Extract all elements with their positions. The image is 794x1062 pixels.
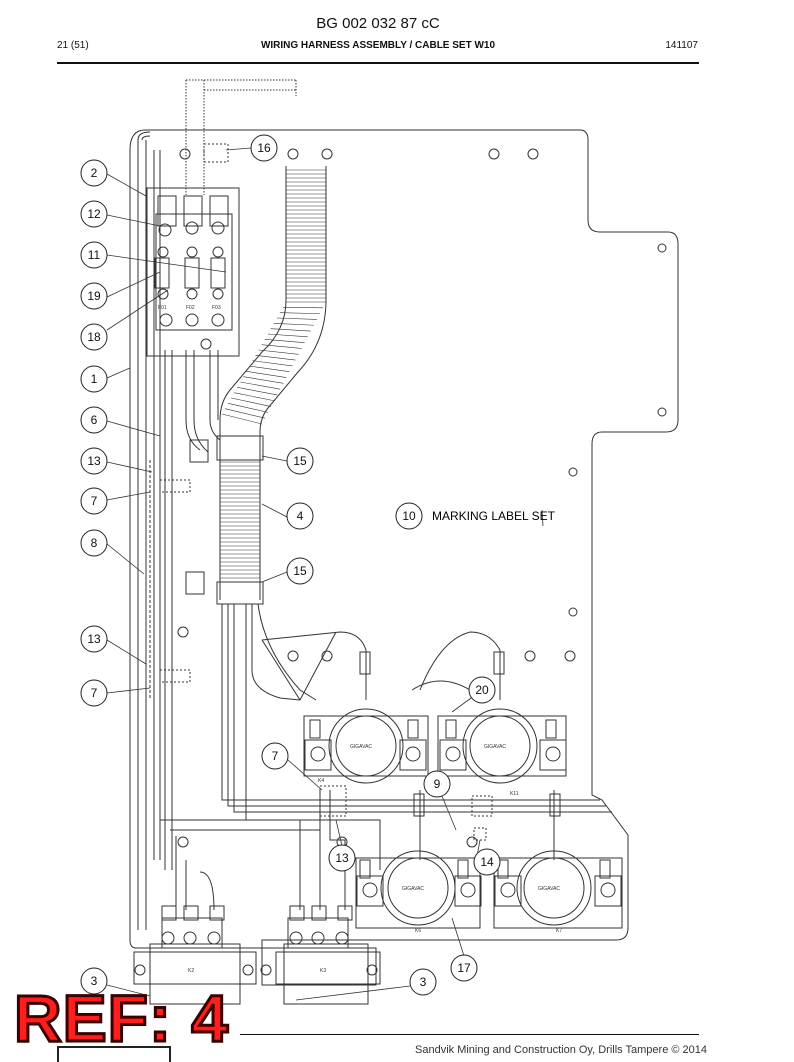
contactor-label-b: K3 (320, 968, 326, 974)
copyright-text: Sandvik Mining and Construction Oy, Dril… (415, 1044, 707, 1056)
callout-6: 6 (81, 407, 107, 433)
callout-10-text: 10 (402, 509, 416, 523)
callout-9: 9 (424, 771, 450, 797)
revision-date: 141107 (640, 40, 698, 51)
callout-17-text: 17 (457, 961, 471, 975)
callout-11-text: 11 (88, 248, 101, 262)
callout-7-a: 7 (81, 488, 107, 514)
corrugated-conduit (186, 166, 326, 604)
callout-2: 2 (81, 160, 107, 186)
relay-wiring (160, 604, 612, 910)
callout-18: 18 (81, 324, 107, 350)
callout-20: 20 (469, 677, 495, 703)
callout-13-b-text: 13 (87, 632, 101, 646)
relay-frames (304, 652, 622, 928)
marking-label-text: MARKING LABEL SET (432, 509, 556, 523)
callout-14: 14 (474, 849, 500, 875)
fuse-label-2: F02 (186, 305, 195, 311)
callout-18-text: 18 (87, 330, 101, 344)
fuse-label-3: F03 (212, 305, 221, 311)
document-number: BG 002 032 87 cC (0, 15, 756, 32)
callout-7-a-text: 7 (91, 494, 98, 508)
callout-13-a: 13 (81, 448, 107, 474)
relay-label-c: K6 (415, 928, 421, 934)
callout-16: 16 (251, 135, 277, 161)
callout-17: 17 (451, 955, 477, 981)
callout-balloons: 2 12 11 19 18 1 6 13 7 8 13 7 16 15 4 15… (81, 135, 500, 995)
callout-9-text: 9 (434, 777, 441, 791)
callout-13-c: 13 (329, 845, 355, 871)
callout-19: 19 (81, 283, 107, 309)
callout-13-c-text: 13 (335, 851, 349, 865)
callout-12-text: 12 (87, 207, 101, 221)
cable-ties (204, 144, 492, 840)
footer-rule (240, 1034, 699, 1035)
callout-6-text: 6 (91, 413, 98, 427)
callout-8-text: 8 (91, 536, 98, 550)
relay-bodies (329, 709, 591, 925)
relay-brand-1: GIGAVAC (350, 744, 372, 750)
callout-13-a-text: 13 (87, 454, 101, 468)
cable-entry (186, 80, 296, 195)
callout-3-b: 3 (410, 969, 436, 995)
callout-19-text: 19 (87, 289, 101, 303)
relay-label-a: K4 (318, 778, 324, 784)
mounting-holes (135, 149, 666, 975)
callout-2-text: 2 (91, 166, 98, 180)
callout-7-b-text: 7 (91, 686, 98, 700)
callout-12: 12 (81, 201, 107, 227)
callout-20-text: 20 (475, 683, 489, 697)
relay-brand-3: GIGAVAC (402, 886, 424, 892)
callout-7-c-text: 7 (272, 749, 279, 763)
callout-4-text: 4 (297, 509, 304, 523)
callout-13-b: 13 (81, 626, 107, 652)
callout-16-text: 16 (257, 141, 271, 155)
callout-7-c: 7 (262, 743, 288, 769)
callout-8: 8 (81, 530, 107, 556)
callout-1: 1 (81, 366, 107, 392)
callout-11: 11 (81, 242, 107, 268)
fuse-label-1: F01 (158, 305, 167, 311)
callout-4: 4 (287, 503, 313, 529)
ref-stamp: REF: 4 (14, 985, 229, 1051)
wiring-diagram: F01 F02 F03 K4 K11 K6 K7 K2 K3 GIGAVAC G… (0, 60, 794, 1020)
callout-7-b: 7 (81, 680, 107, 706)
callout-15-a: 15 (287, 448, 313, 474)
left-cable-runs (138, 132, 220, 930)
relay-label-b: K11 (510, 791, 519, 797)
callout-14-text: 14 (480, 855, 494, 869)
relay-brand-2: GIGAVAC (484, 744, 506, 750)
relay-brand-4: GIGAVAC (538, 886, 560, 892)
callout-10: 10 (396, 503, 422, 529)
relay-label-d: K7 (556, 928, 562, 934)
callout-15-a-text: 15 (293, 454, 307, 468)
contactor-label-a: K2 (188, 968, 194, 974)
callout-15-b-text: 15 (293, 564, 307, 578)
callout-1-text: 1 (91, 372, 98, 386)
callout-3-b-text: 3 (420, 975, 427, 989)
callout-15-b: 15 (287, 558, 313, 584)
